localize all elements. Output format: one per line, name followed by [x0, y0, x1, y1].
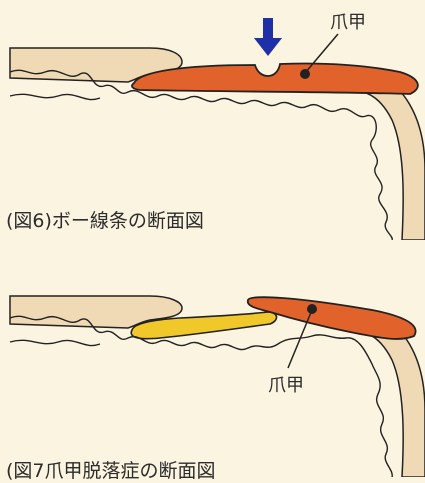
skin-wave: [10, 340, 100, 345]
figure-6-panel: 爪甲 (図6)ボー線条の断面図: [0, 0, 425, 240]
figure-6-illustration: [0, 0, 425, 240]
figure-6-caption: (図6)ボー線条の断面図: [6, 206, 204, 233]
skin-wave: [10, 94, 100, 99]
nail-label: 爪甲: [268, 371, 304, 397]
figure-7-panel: 爪甲 (図7爪甲脱落症の断面図: [0, 240, 425, 477]
figure-7-caption: (図7爪甲脱落症の断面図: [6, 456, 216, 483]
figure-7-illustration: [0, 240, 425, 477]
nail-label: 爪甲: [330, 8, 366, 34]
nail-plate: [132, 63, 418, 94]
finger-skin-edge: [355, 70, 425, 240]
nail-point-dot: [307, 304, 317, 314]
nail-point-dot: [300, 69, 310, 79]
arrow-down-icon: [254, 18, 282, 56]
